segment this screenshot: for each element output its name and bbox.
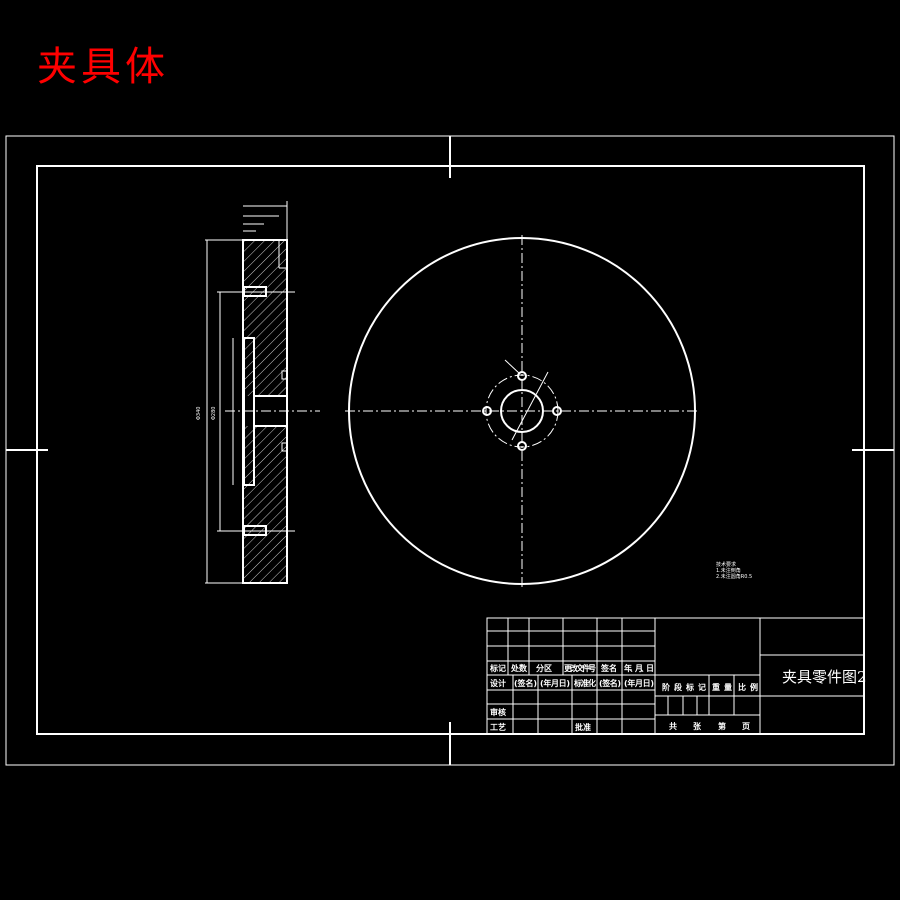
front-view <box>345 235 700 588</box>
svg-text:设计: 设计 <box>490 678 506 688</box>
section-view: Φ340 Φ280 <box>196 201 320 584</box>
outer-frame <box>5 135 895 766</box>
technical-notes: 技术要求 1.未注倒角 2.未注圆角R0.5 <box>716 561 752 580</box>
svg-text:技术要求: 技术要求 <box>716 561 736 568</box>
svg-text:2.未注圆角R0.5: 2.未注圆角R0.5 <box>716 573 752 580</box>
svg-text:第: 第 <box>718 721 726 731</box>
svg-text:比例: 比例 <box>738 682 758 692</box>
svg-text:分区: 分区 <box>536 663 552 673</box>
svg-text:工艺: 工艺 <box>490 722 506 732</box>
svg-text:(签名): (签名) <box>599 678 621 688</box>
svg-text:阶段标记: 阶段标记 <box>662 682 706 692</box>
svg-text:标记: 标记 <box>489 663 506 673</box>
title-block-text: 标记 处数 分区 更改文件号 签名 年、月、日 设计 (签名) (年月日) 标准… <box>489 663 867 732</box>
svg-text:(年月日): (年月日) <box>624 678 654 688</box>
svg-text:Φ340: Φ340 <box>196 407 202 420</box>
drawing-header-title: 夹具体 <box>37 44 169 90</box>
svg-text:Φ280: Φ280 <box>211 407 217 420</box>
svg-text:张: 张 <box>693 722 702 731</box>
svg-text:共: 共 <box>669 721 677 731</box>
inner-frame <box>36 165 865 735</box>
center-bore <box>500 389 544 433</box>
centering-marks <box>6 136 894 765</box>
title-block-grid <box>486 617 865 735</box>
drawing-name: 夹具零件图2 <box>782 668 867 686</box>
svg-text:页: 页 <box>742 722 750 731</box>
svg-text:(年月日): (年月日) <box>540 678 570 688</box>
svg-text:重量: 重量 <box>712 682 732 692</box>
svg-text:审核: 审核 <box>490 707 506 717</box>
svg-text:批准: 批准 <box>575 722 591 732</box>
svg-text:年、月、日: 年、月、日 <box>624 663 654 673</box>
svg-text:处数: 处数 <box>510 663 528 673</box>
bolt-circle <box>485 374 559 448</box>
svg-text:(签名): (签名) <box>514 678 537 688</box>
svg-text:标准化: 标准化 <box>573 678 596 688</box>
svg-text:签名: 签名 <box>600 663 617 673</box>
svg-text:更改文件号: 更改文件号 <box>564 663 596 673</box>
svg-text:1.未注倒角: 1.未注倒角 <box>716 567 741 574</box>
